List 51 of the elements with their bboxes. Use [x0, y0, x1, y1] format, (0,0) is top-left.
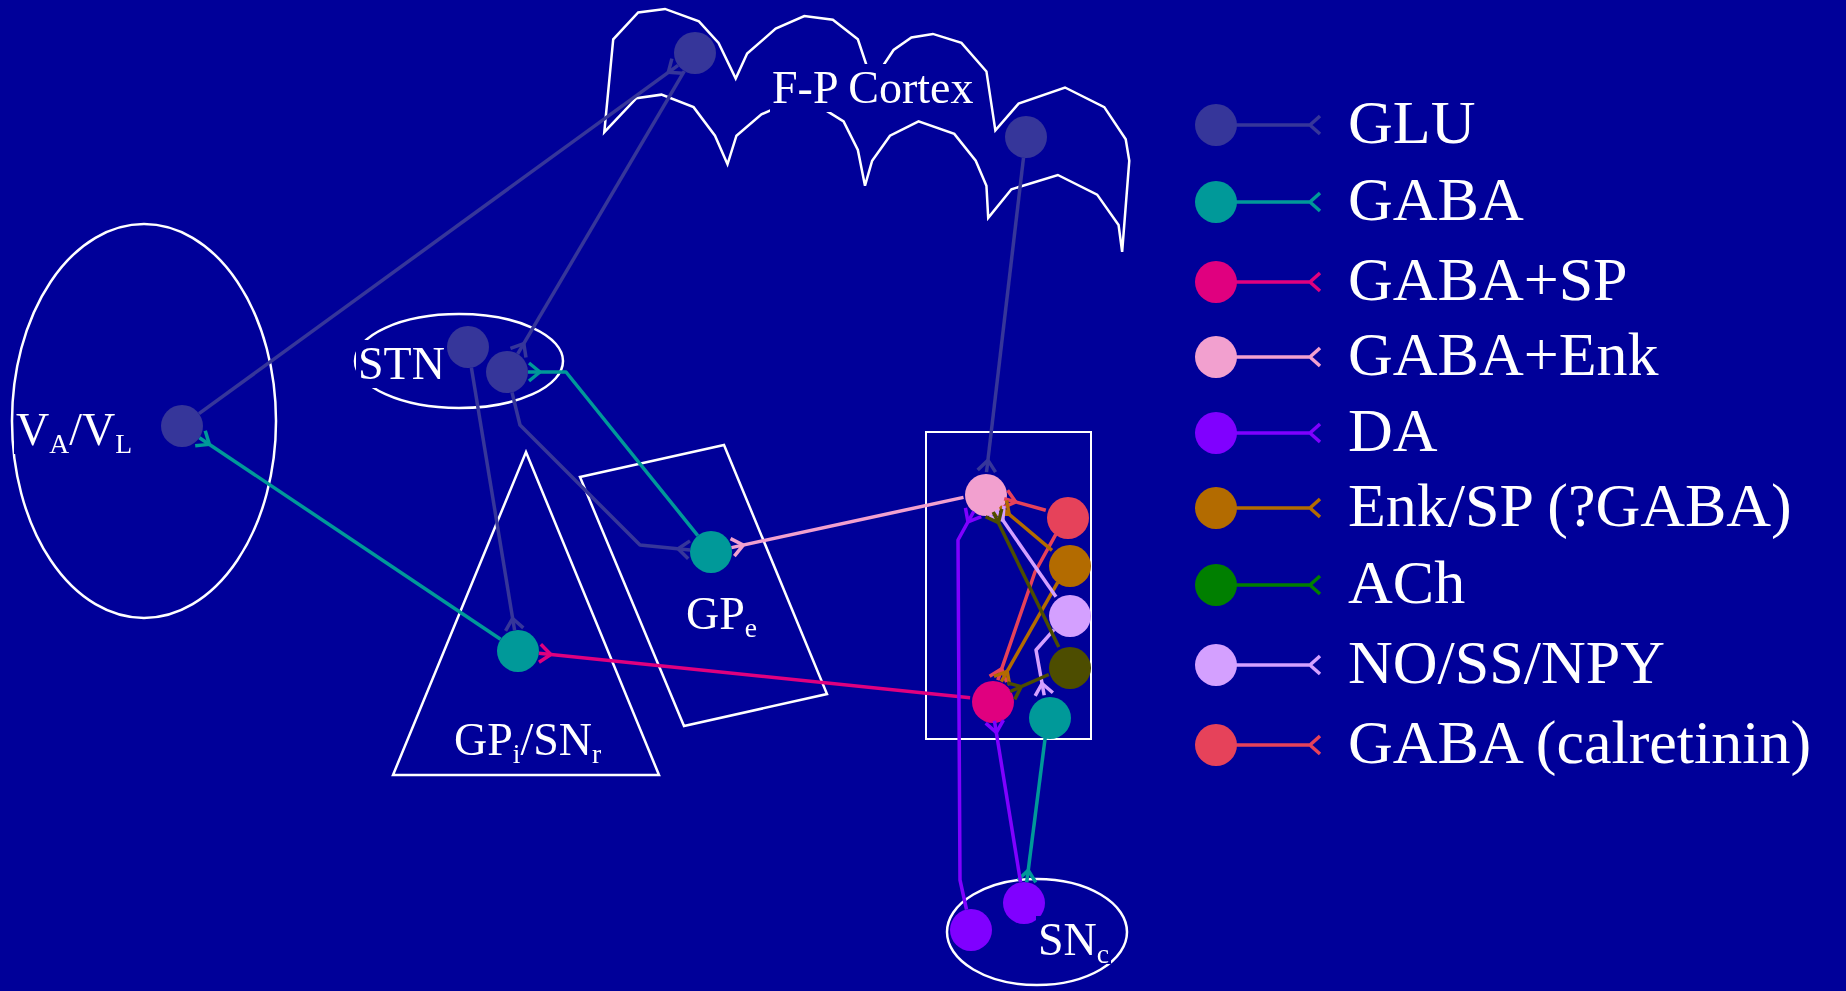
legend-label: GLU: [1348, 91, 1476, 153]
axon-line: [510, 392, 692, 561]
neuron-circle: [965, 474, 1007, 516]
legend-label: ACh: [1348, 551, 1466, 613]
axon-line: [469, 367, 526, 633]
neuron-circle: [674, 32, 716, 74]
axon-line: [975, 157, 1026, 474]
axon-line: [956, 506, 983, 910]
neuron-circle: [1029, 697, 1071, 739]
axon-line: [1005, 672, 1050, 702]
axon-line: [983, 507, 1061, 648]
neuron-circle: [486, 351, 528, 393]
axon-line: [1016, 736, 1048, 885]
axon-line: [728, 495, 964, 558]
neuron-circle: [1047, 497, 1089, 539]
neuron-circle: [1003, 882, 1045, 924]
neuron-circle: [1049, 595, 1091, 637]
neuron-circle: [1049, 545, 1091, 587]
ellipse-outline: [946, 878, 1128, 986]
axon-line: [987, 533, 1058, 684]
rectangle-outline: [925, 431, 1092, 740]
legend-label: DA: [1348, 399, 1438, 461]
axon-line: [987, 504, 1058, 598]
legend-label: GABA+SP: [1348, 248, 1628, 310]
ellipse-outline: [354, 313, 564, 409]
neuron-circle: [447, 326, 489, 368]
neuron-circle: [1049, 647, 1091, 689]
legend-label: NO/SS/NPY: [1348, 631, 1665, 693]
ellipse-outline: [11, 223, 277, 619]
neuron-circle: [690, 531, 732, 573]
parallelogram-outline: [580, 445, 827, 726]
axon-line: [197, 56, 685, 416]
triangle-outline: [393, 452, 659, 775]
neuron-circle: [161, 405, 203, 447]
neuron-circle: [1005, 116, 1047, 158]
legend-label: GABA+Enk: [1348, 323, 1659, 385]
neuron-circle: [950, 909, 992, 951]
region-label: F-P Cortex: [770, 64, 976, 113]
neuron-circle: [972, 681, 1014, 723]
axon-line: [193, 429, 502, 641]
axon-line: [1033, 628, 1056, 698]
axon-line: [1001, 488, 1047, 512]
neuron-circle: [497, 630, 539, 672]
region-label: SN$_{c}$: [1036, 916, 1112, 965]
axon-line: [983, 718, 1023, 883]
legend-label: GABA: [1348, 168, 1524, 230]
axon-line: [527, 361, 700, 537]
axon-line: [993, 498, 1054, 552]
axon-line: [508, 70, 686, 360]
axon-line: [537, 642, 971, 700]
region-label: STN: [356, 340, 447, 389]
